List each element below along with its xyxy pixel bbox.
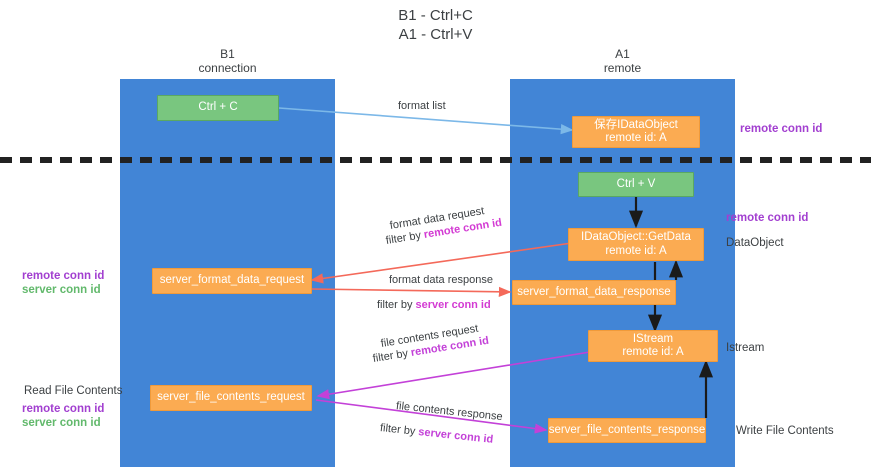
flow-label-format-data-response-line1: format data response — [389, 274, 493, 286]
lane-header-left: B1 connection — [198, 47, 257, 75]
box-istream[interactable]: IStream remote id: A — [588, 330, 718, 362]
box-server-format-data-response[interactable]: server_format_data_response — [512, 280, 676, 305]
flow-label-format-list: format list — [398, 100, 446, 112]
box-server-format-data-request[interactable]: server_format_data_request — [152, 268, 312, 294]
page-title: B1 - Ctrl+C A1 - Ctrl+V — [398, 7, 473, 43]
flow-label-format-data-response-filter: filter by server conn id — [377, 298, 491, 313]
filter-prefix: filter by — [377, 299, 416, 311]
filter-token: server conn id — [417, 426, 494, 446]
box-server-file-contents-response[interactable]: server_file_contents_response — [548, 418, 706, 443]
annotation-left-remote-conn: remote conn id — [22, 270, 105, 282]
box-ctrl-v[interactable]: Ctrl + V — [578, 172, 694, 197]
flow-label-file-contents-response-line1: file contents response — [395, 400, 504, 424]
lane-header-right: A1 remote — [603, 47, 642, 75]
filter-prefix: filter by — [371, 347, 412, 365]
box-getdata-line2: remote id: A — [605, 244, 667, 257]
box-ctrl-c[interactable]: Ctrl + C — [157, 95, 279, 121]
annotation-right-mid-conn: remote conn id — [726, 212, 809, 224]
filter-token: server conn id — [415, 299, 491, 311]
box-save-idataobject-line1: 保存IDataObject — [594, 118, 678, 131]
box-save-idataobject-line2: remote id: A — [605, 132, 667, 144]
box-idataobject-getdata[interactable]: IDataObject::GetData remote id: A — [568, 228, 704, 261]
dashed-divider — [0, 157, 871, 163]
box-istream-line2: remote id: A — [622, 346, 684, 358]
flow-label-file-contents-response-filter: filter by server conn id — [379, 421, 494, 448]
box-getdata-line1: IDataObject::GetData — [581, 231, 691, 243]
filter-prefix: filter by — [379, 422, 419, 438]
annotation-left-server-conn-2: server conn id — [22, 417, 101, 429]
box-istream-line1: IStream — [632, 332, 674, 345]
annotation-write-file-contents: Write File Contents — [736, 425, 834, 437]
annotation-istream: Istream — [726, 342, 765, 354]
annotation-read-file-contents: Read File Contents — [24, 385, 123, 397]
annotation-left-remote-conn-2: remote conn id — [22, 403, 105, 415]
annotation-dataobject: DataObject — [726, 237, 784, 249]
annotation-left-server-conn: server conn id — [22, 284, 101, 296]
annotation-right-top-conn: remote conn id — [740, 123, 823, 135]
box-save-idataobject[interactable]: 保存IDataObject remote id: A — [572, 116, 700, 148]
box-server-file-contents-request[interactable]: server_file_contents_request — [150, 385, 312, 411]
